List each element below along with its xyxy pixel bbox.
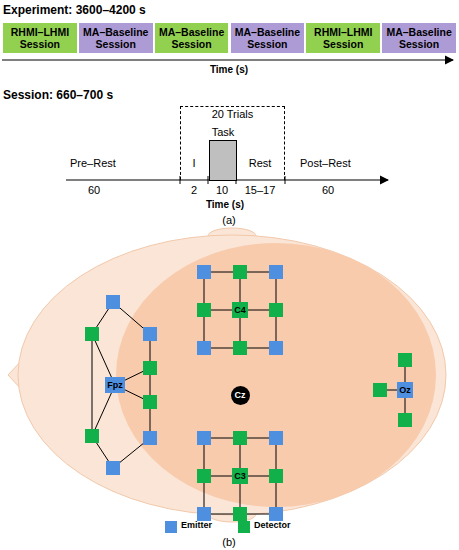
channel-line (92, 334, 93, 436)
text-label: 15–17 (245, 184, 276, 196)
optode (106, 295, 120, 309)
labelled-optode: Fpz (105, 377, 125, 393)
text-label: Session: 660–700 s (3, 88, 113, 102)
labelled-optode: C4 (232, 302, 248, 318)
optode (233, 507, 247, 521)
text-label: (b) (222, 536, 235, 548)
optode (373, 383, 387, 397)
session-label: RHMI–LHMI Session (3, 26, 77, 50)
text-label: 10 (216, 184, 228, 196)
optode (143, 395, 157, 409)
optode (85, 327, 99, 341)
session-label: MA–Baseline Session (231, 26, 305, 50)
legend-label: Detector (254, 520, 291, 530)
legend-label: Emitter (181, 520, 212, 530)
optode (269, 265, 283, 279)
optode (398, 353, 412, 367)
optode (269, 303, 283, 317)
optode (269, 507, 283, 521)
text-label: 60 (88, 184, 100, 196)
task-box: Task (209, 140, 237, 181)
optode (85, 429, 99, 443)
session-box: MA–Baseline Session (154, 22, 230, 54)
labelled-optode: Oz (397, 382, 413, 398)
trials-label: 20 Trials (181, 108, 284, 120)
optode (398, 413, 412, 427)
session-box: MA–Baseline Session (78, 22, 154, 54)
legend-swatch (165, 521, 177, 533)
optode (197, 265, 211, 279)
head-outline (18, 235, 446, 515)
legend-swatch (238, 521, 250, 533)
optode (269, 431, 283, 445)
position-label: C3 (234, 471, 246, 481)
optode (233, 431, 247, 445)
text-label: (a) (222, 214, 235, 226)
optode (197, 341, 211, 355)
optode (143, 361, 157, 375)
optode (233, 265, 247, 279)
text-label: Rest (249, 157, 272, 169)
optode (143, 327, 157, 341)
reference-point: Cz (231, 386, 250, 405)
session-box: RHMI–LHMI Session (305, 22, 381, 54)
text-label: Pre–Rest (70, 157, 116, 169)
optode (269, 341, 283, 355)
text-label: Time (s) (206, 199, 244, 210)
position-label: Oz (399, 385, 411, 395)
position-label: Fpz (107, 380, 123, 390)
session-label: RHMI–LHMI Session (306, 26, 380, 50)
optode (197, 469, 211, 483)
task-label: Task (212, 126, 235, 138)
optode (143, 431, 157, 445)
text-label: I (192, 157, 195, 169)
session-box: MA–Baseline Session (381, 22, 457, 54)
session-label: MA–Baseline Session (79, 26, 153, 50)
text-label: 60 (322, 184, 334, 196)
session-box: MA–Baseline Session (230, 22, 306, 54)
optode (197, 507, 211, 521)
text-label: Time (s) (210, 64, 248, 75)
optode (106, 461, 120, 475)
optode (197, 431, 211, 445)
session-label: MA–Baseline Session (382, 26, 456, 50)
text-label: Post–Rest (300, 157, 351, 169)
optode (197, 303, 211, 317)
position-label: Cz (235, 390, 246, 400)
text-label: 2 (191, 184, 197, 196)
session-box: RHMI–LHMI Session (2, 22, 78, 54)
optode (233, 341, 247, 355)
time-axis (2, 59, 453, 60)
text-label: Experiment: 3600–4200 s (3, 3, 146, 17)
optode (269, 469, 283, 483)
position-label: C4 (234, 305, 246, 315)
session-label: MA–Baseline Session (155, 26, 229, 50)
labelled-optode: C3 (232, 468, 248, 484)
